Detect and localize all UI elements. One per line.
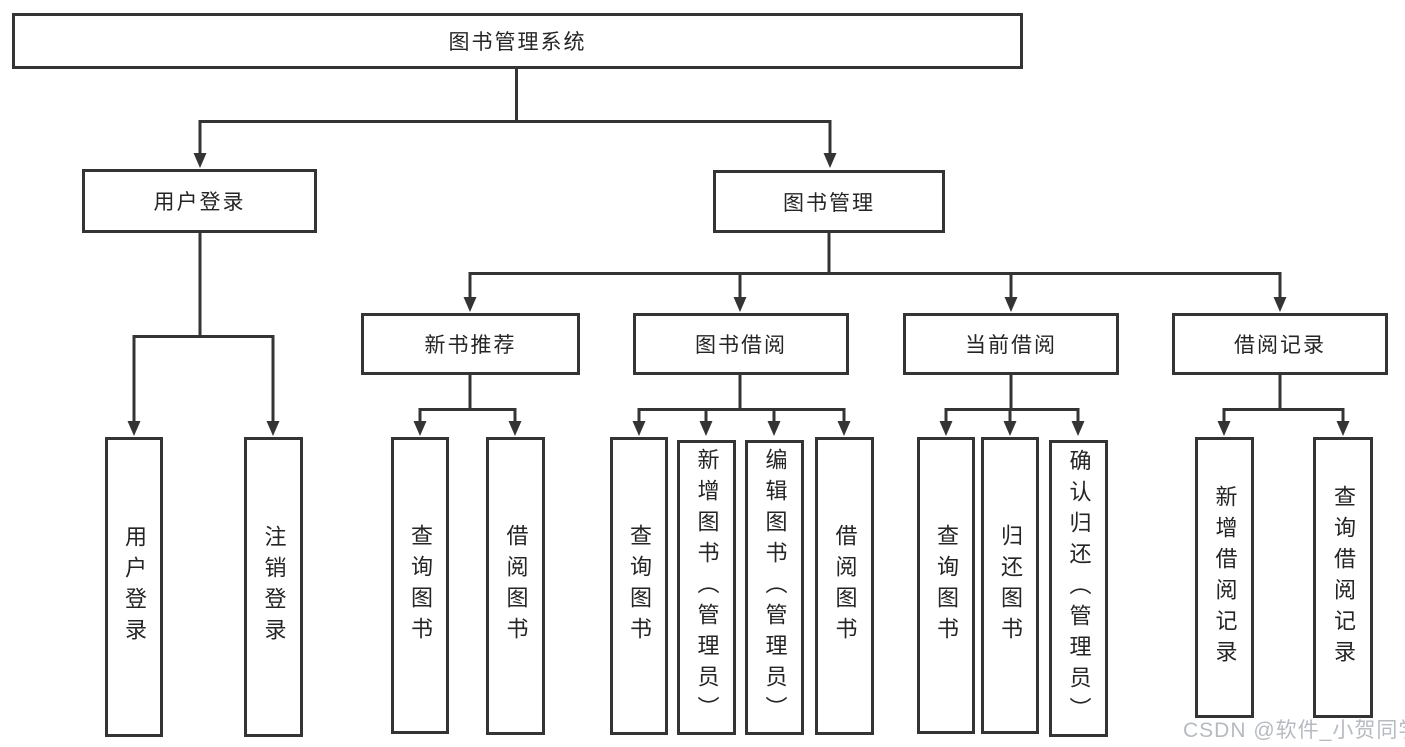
connector-bookborrow-to-leaves [637, 373, 846, 425]
csdn-watermark: CSDN @软件_小贺同学 [1183, 719, 1405, 742]
node-book-borrowing-label: 图书借阅 [695, 334, 787, 357]
node-leaf-query-books-current-label: 查询图书 [934, 523, 959, 648]
node-leaf-borrow-books-borrowing-label: 借阅图书 [832, 524, 858, 648]
node-leaf-logout-label: 注销登录 [261, 525, 287, 649]
node-leaf-add-book-admin: 新增图书（管理员） [677, 440, 736, 735]
node-leaf-confirm-return-admin-label: 确认归还（管理员） [1066, 449, 1092, 728]
node-new-book-recommend-label: 新书推荐 [424, 334, 517, 357]
node-book-borrowing: 图书借阅 [633, 313, 849, 375]
node-root-label: 图书管理系统 [448, 31, 587, 54]
node-leaf-add-borrow-record-label: 新增借阅记录 [1212, 484, 1238, 671]
node-leaf-return-books: 归还图书 [981, 437, 1039, 734]
node-book-management: 图书管理 [713, 170, 945, 233]
node-leaf-add-borrow-record: 新增借阅记录 [1195, 437, 1254, 718]
node-leaf-edit-book-admin-label: 编辑图书（管理员） [762, 448, 788, 727]
node-leaf-query-books-borrowing: 查询图书 [610, 437, 668, 735]
node-user-login: 用户登录 [82, 169, 317, 233]
node-leaf-query-books-recommend: 查询图书 [391, 437, 449, 734]
node-root: 图书管理系统 [12, 13, 1023, 69]
node-leaf-user-login: 用户登录 [105, 437, 163, 737]
node-current-borrowing: 当前借阅 [903, 313, 1119, 375]
node-leaf-borrow-books-recommend-label: 借阅图书 [503, 524, 529, 648]
node-leaf-add-book-admin-label: 新增图书（管理员） [694, 448, 720, 727]
node-leaf-query-books-borrowing-label: 查询图书 [627, 524, 652, 648]
node-leaf-query-books-current: 查询图书 [917, 437, 975, 734]
node-leaf-borrow-books-borrowing: 借阅图书 [815, 437, 874, 735]
node-borrowing-records: 借阅记录 [1172, 313, 1388, 375]
connector-newbookrec-to-leaves [418, 373, 517, 425]
connector-bookmgmt-to-level3 [468, 231, 1282, 302]
node-borrowing-records-label: 借阅记录 [1234, 334, 1326, 357]
node-leaf-query-books-recommend-label: 查询图书 [408, 523, 433, 648]
node-leaf-confirm-return-admin: 确认归还（管理员） [1049, 440, 1108, 737]
node-leaf-logout: 注销登录 [244, 437, 303, 737]
node-new-book-recommend: 新书推荐 [361, 313, 580, 375]
node-leaf-user-login-label: 用户登录 [122, 525, 147, 649]
node-leaf-return-books-label: 归还图书 [998, 523, 1023, 648]
connector-borrowrecords-to-leaves [1222, 373, 1345, 425]
connector-userlogin-to-leaves [132, 231, 275, 425]
node-leaf-query-borrow-record-label: 查询借阅记录 [1331, 484, 1356, 671]
node-user-login-label: 用户登录 [153, 191, 246, 214]
node-current-borrowing-label: 当前借阅 [965, 334, 1057, 357]
node-leaf-query-borrow-record: 查询借阅记录 [1313, 437, 1373, 718]
connector-root-to-level2 [198, 67, 832, 157]
node-leaf-borrow-books-recommend: 借阅图书 [486, 437, 545, 735]
node-book-management-label: 图书管理 [783, 191, 875, 215]
node-leaf-edit-book-admin: 编辑图书（管理员） [745, 440, 804, 735]
connector-currentborrow-to-leaves [944, 373, 1080, 425]
